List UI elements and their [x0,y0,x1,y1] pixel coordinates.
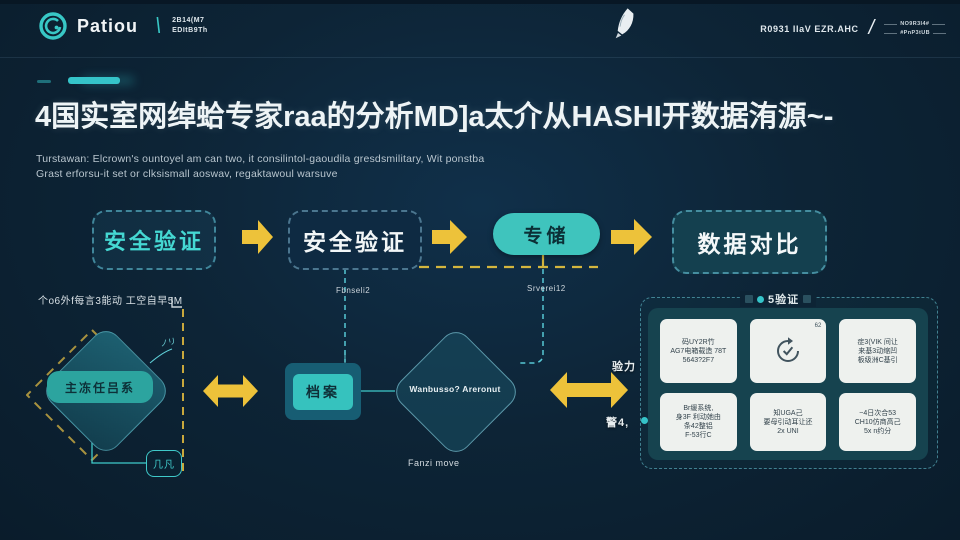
verification-card-grid: 码UY2R竹 AG7电箱载造 78T 5643?2F7 62 症3(VIK 间让… [648,308,928,460]
card-line: 症3(VIK 间让 [857,338,898,346]
accent-dash [37,80,51,83]
card-line: AG7电箱载造 78T [670,347,727,355]
nav-line-decor [884,32,898,34]
hexagon-left-label: 主冻任吕系 [47,371,153,403]
flow-step-caption: Fbnseli2 [336,286,371,295]
archive-node-label: 档案 [293,374,353,410]
card-line: 来基3动缩凹 [858,347,898,355]
flow-step-security-check-1: 安全验证 [92,210,216,270]
refresh-check-icon [776,337,799,362]
logo-separator: \ [155,13,162,38]
panel-side-dot-icon [641,417,648,424]
diagram-left-caption: 个o6外f每言3能动 工空自早5M [38,296,183,307]
flow-step-label: 安全验证 [303,229,407,255]
nav-slash: / [868,17,875,39]
nav-line-decor [932,23,946,25]
connector-line [149,348,173,364]
logo-tagline-1: 2B14(M7 [172,17,205,24]
nav-stacked-label[interactable]: NO9R3I4# #PnP3tUB [884,21,946,36]
verification-card: ~4日次合53 CH10仿商高己 5x n约分 [839,393,916,451]
page-subtitle: Turstawan: Elcrown's ountoyel am can two… [36,152,536,182]
card-line: 2x UNI [777,427,799,435]
card-line: 条42整铝 [683,423,713,430]
logo-icon [39,12,67,40]
card-line: 5x n约分 [864,427,892,435]
nav-stacked-text-2: #PnP3tUB [900,30,930,36]
chip-node: 几凡 [146,450,182,477]
arrow-double-icon [550,372,628,408]
arrow-double-icon [203,375,258,407]
logo-tagline-2: EDItB9Th [172,27,208,34]
flow-step-caption: Srverei12 [527,284,566,293]
verification-card: 码UY2R竹 AG7电箱载造 78T 5643?2F7 [660,319,737,383]
logo-text: Patiou [77,15,139,36]
logo-tagline: 2B14(M7 EDItB9Th [172,17,208,35]
nav-stacked-text-1: NO9R3I4# [900,21,930,27]
page-title: 4国实室网绰蛤专家raa的分析MD]a太介从HASHI开数据洧源~- [35,101,834,133]
verification-card-icon: 62 [749,319,827,383]
card-line: Br缓系统, [683,405,714,412]
card-line: 身3F 利动她由 [675,414,721,421]
card-line: F-53行C [685,432,712,439]
subtitle-line-2: Grast erforsu-it set or clksismall aoswa… [36,168,338,180]
card-line: 5643?2F7 [682,356,715,364]
arrow-right-icon [611,219,652,255]
card-line: CH10仿商高己 [854,418,901,426]
status-dot-icon [757,295,764,303]
verification-panel-header: 5验证 [740,291,817,307]
nav-line-decor [933,32,946,34]
panel-side-label-top: 验力 [612,361,636,373]
flow-step-expert-pill: 专储 [493,213,600,255]
hexagon-left-mark: ノリ [159,336,177,349]
top-header: Patiou \ 2B14(M7 EDItB9Th R0931 IIaV EZR… [0,0,960,58]
card-line: 板级洲C基引 [857,356,898,364]
logo[interactable]: Patiou \ 2B14(M7 EDItB9Th [38,11,208,41]
verification-card: 症3(VIK 间让 来基3动缩凹 板级洲C基引 [839,319,916,383]
verification-panel-title: 5验证 [768,294,800,306]
flow-step-data-compare: 数据对比 [672,210,827,274]
accent-bar [68,77,120,84]
card-badge: 62 [814,323,822,329]
nav-stacked-row: NO9R3I4# [884,21,946,27]
panel-side-label-bottom: 警4, [606,417,630,429]
header-nav[interactable]: R0931 IIaV EZR.AHC / NO9R3I4# #PnP3tUB [760,0,952,57]
arrow-right-icon [432,220,467,254]
nav-label[interactable]: R0931 IIaV EZR.AHC [760,23,859,34]
card-line: 码UY2R竹 [681,338,715,346]
flow-step-security-check-2: 安全验证 [288,210,422,270]
arrow-right-icon [242,220,273,254]
nav-stacked-row: #PnP3tUB [884,30,946,36]
flow-step-label: 数据对比 [697,231,802,257]
card-line: 知UGA己 [773,409,803,417]
rocket-icon [610,7,639,45]
flow-step-label: 安全验证 [103,229,204,254]
flow-step-label: 专储 [523,225,570,247]
header-tick-decor [745,295,753,303]
subtitle-line-1: Turstawan: Elcrown's ountoyel am can two… [36,153,485,165]
hexagon-right-label: Wanbusso? Areronut [409,384,501,394]
header-tick-decor [803,295,812,303]
card-line: 要母引动耳让还 [763,418,813,426]
verification-card: Br缓系统, 身3F 利动她由 条42整铝 F-53行C [660,393,737,451]
hexagon-right-caption: Fanzi move [408,458,460,468]
nav-line-decor [884,23,898,25]
card-line: ~4日次合53 [859,409,897,417]
verification-card: 知UGA己 要母引动耳让还 2x UNI [749,393,827,451]
